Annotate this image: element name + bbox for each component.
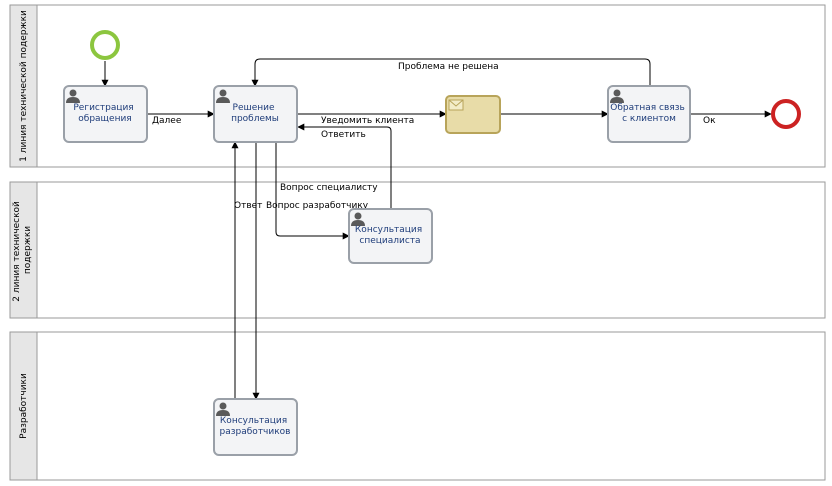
lane-title-line: подержки: [23, 226, 33, 274]
start-event[interactable]: [90, 30, 120, 60]
user-icon: [610, 89, 624, 103]
flow-label-notify: Уведомить клиента: [321, 116, 414, 126]
task-registration[interactable]: Регистрация обращения: [63, 85, 148, 143]
lane-title: 2 линия технической подержки: [12, 198, 33, 302]
task-label-line: проблемы: [231, 114, 279, 124]
task-label-line: Решение: [233, 103, 275, 113]
flow-label-next: Далее: [152, 116, 182, 126]
user-icon: [351, 212, 365, 226]
flow-problem-unsolved: [251, 58, 651, 87]
lane-title-line: 2 линия технической: [12, 201, 22, 302]
flow-label-unsolved: Проблема не решена: [398, 62, 499, 72]
task-label: Регистрация обращения: [73, 103, 136, 124]
flow-label-ask-developer: Вопрос разработчику: [266, 201, 369, 211]
task-box: [348, 208, 433, 264]
task-box: [213, 85, 298, 143]
task-box: [213, 398, 298, 456]
user-icon: [216, 402, 230, 416]
flow-label-reply: Ответить: [321, 130, 366, 140]
task-label-line: разработчиков: [220, 427, 291, 437]
task-specialist-consultation[interactable]: Консультация специалиста: [348, 208, 433, 264]
message-event[interactable]: [445, 95, 501, 134]
task-label: Консультация разработчиков: [220, 416, 291, 437]
flow-label-dev-answer: Ответ: [234, 201, 262, 211]
task-label: Решение проблемы: [231, 103, 279, 124]
flow-labels: Далее Уведомить клиента Ответить Ок Проб…: [152, 62, 716, 211]
user-icon: [66, 89, 80, 103]
task-label-line: Обратная связь: [610, 103, 685, 113]
task-label: Консультация специалиста: [355, 225, 425, 246]
task-label-line: специалиста: [359, 236, 420, 246]
lane-title: Разработчики: [19, 373, 29, 439]
lane-title: 1 линия технической подержки: [19, 10, 29, 162]
task-label-line: Регистрация: [73, 103, 133, 113]
envelope-icon: [448, 99, 464, 111]
task-label-line: обращения: [78, 114, 131, 124]
task-label-line: Консультация: [220, 416, 287, 426]
task-developers-consultation[interactable]: Консультация разработчиков: [213, 398, 298, 456]
lane-developers: Разработчики: [9, 331, 826, 481]
task-label: Обратная связь с клиентом: [610, 103, 687, 124]
task-label-line: с клиентом: [622, 114, 676, 124]
task-label-line: Консультация: [355, 225, 422, 235]
user-icon: [216, 89, 230, 103]
task-box: [63, 85, 148, 143]
task-solve-problem[interactable]: Решение проблемы: [213, 85, 298, 143]
flow-reply: [297, 123, 392, 209]
lane-second-line-support: 2 линия технической подержки: [9, 181, 826, 319]
sequence-flows: [101, 58, 772, 400]
flow-label-ask-specialist: Вопрос специалисту: [280, 183, 378, 193]
flow-label-ok: Ок: [703, 116, 716, 126]
flow-ask-specialist: [275, 142, 350, 240]
task-box: [607, 85, 691, 143]
end-event[interactable]: [771, 99, 801, 129]
task-client-feedback[interactable]: Обратная связь с клиентом: [607, 85, 691, 143]
